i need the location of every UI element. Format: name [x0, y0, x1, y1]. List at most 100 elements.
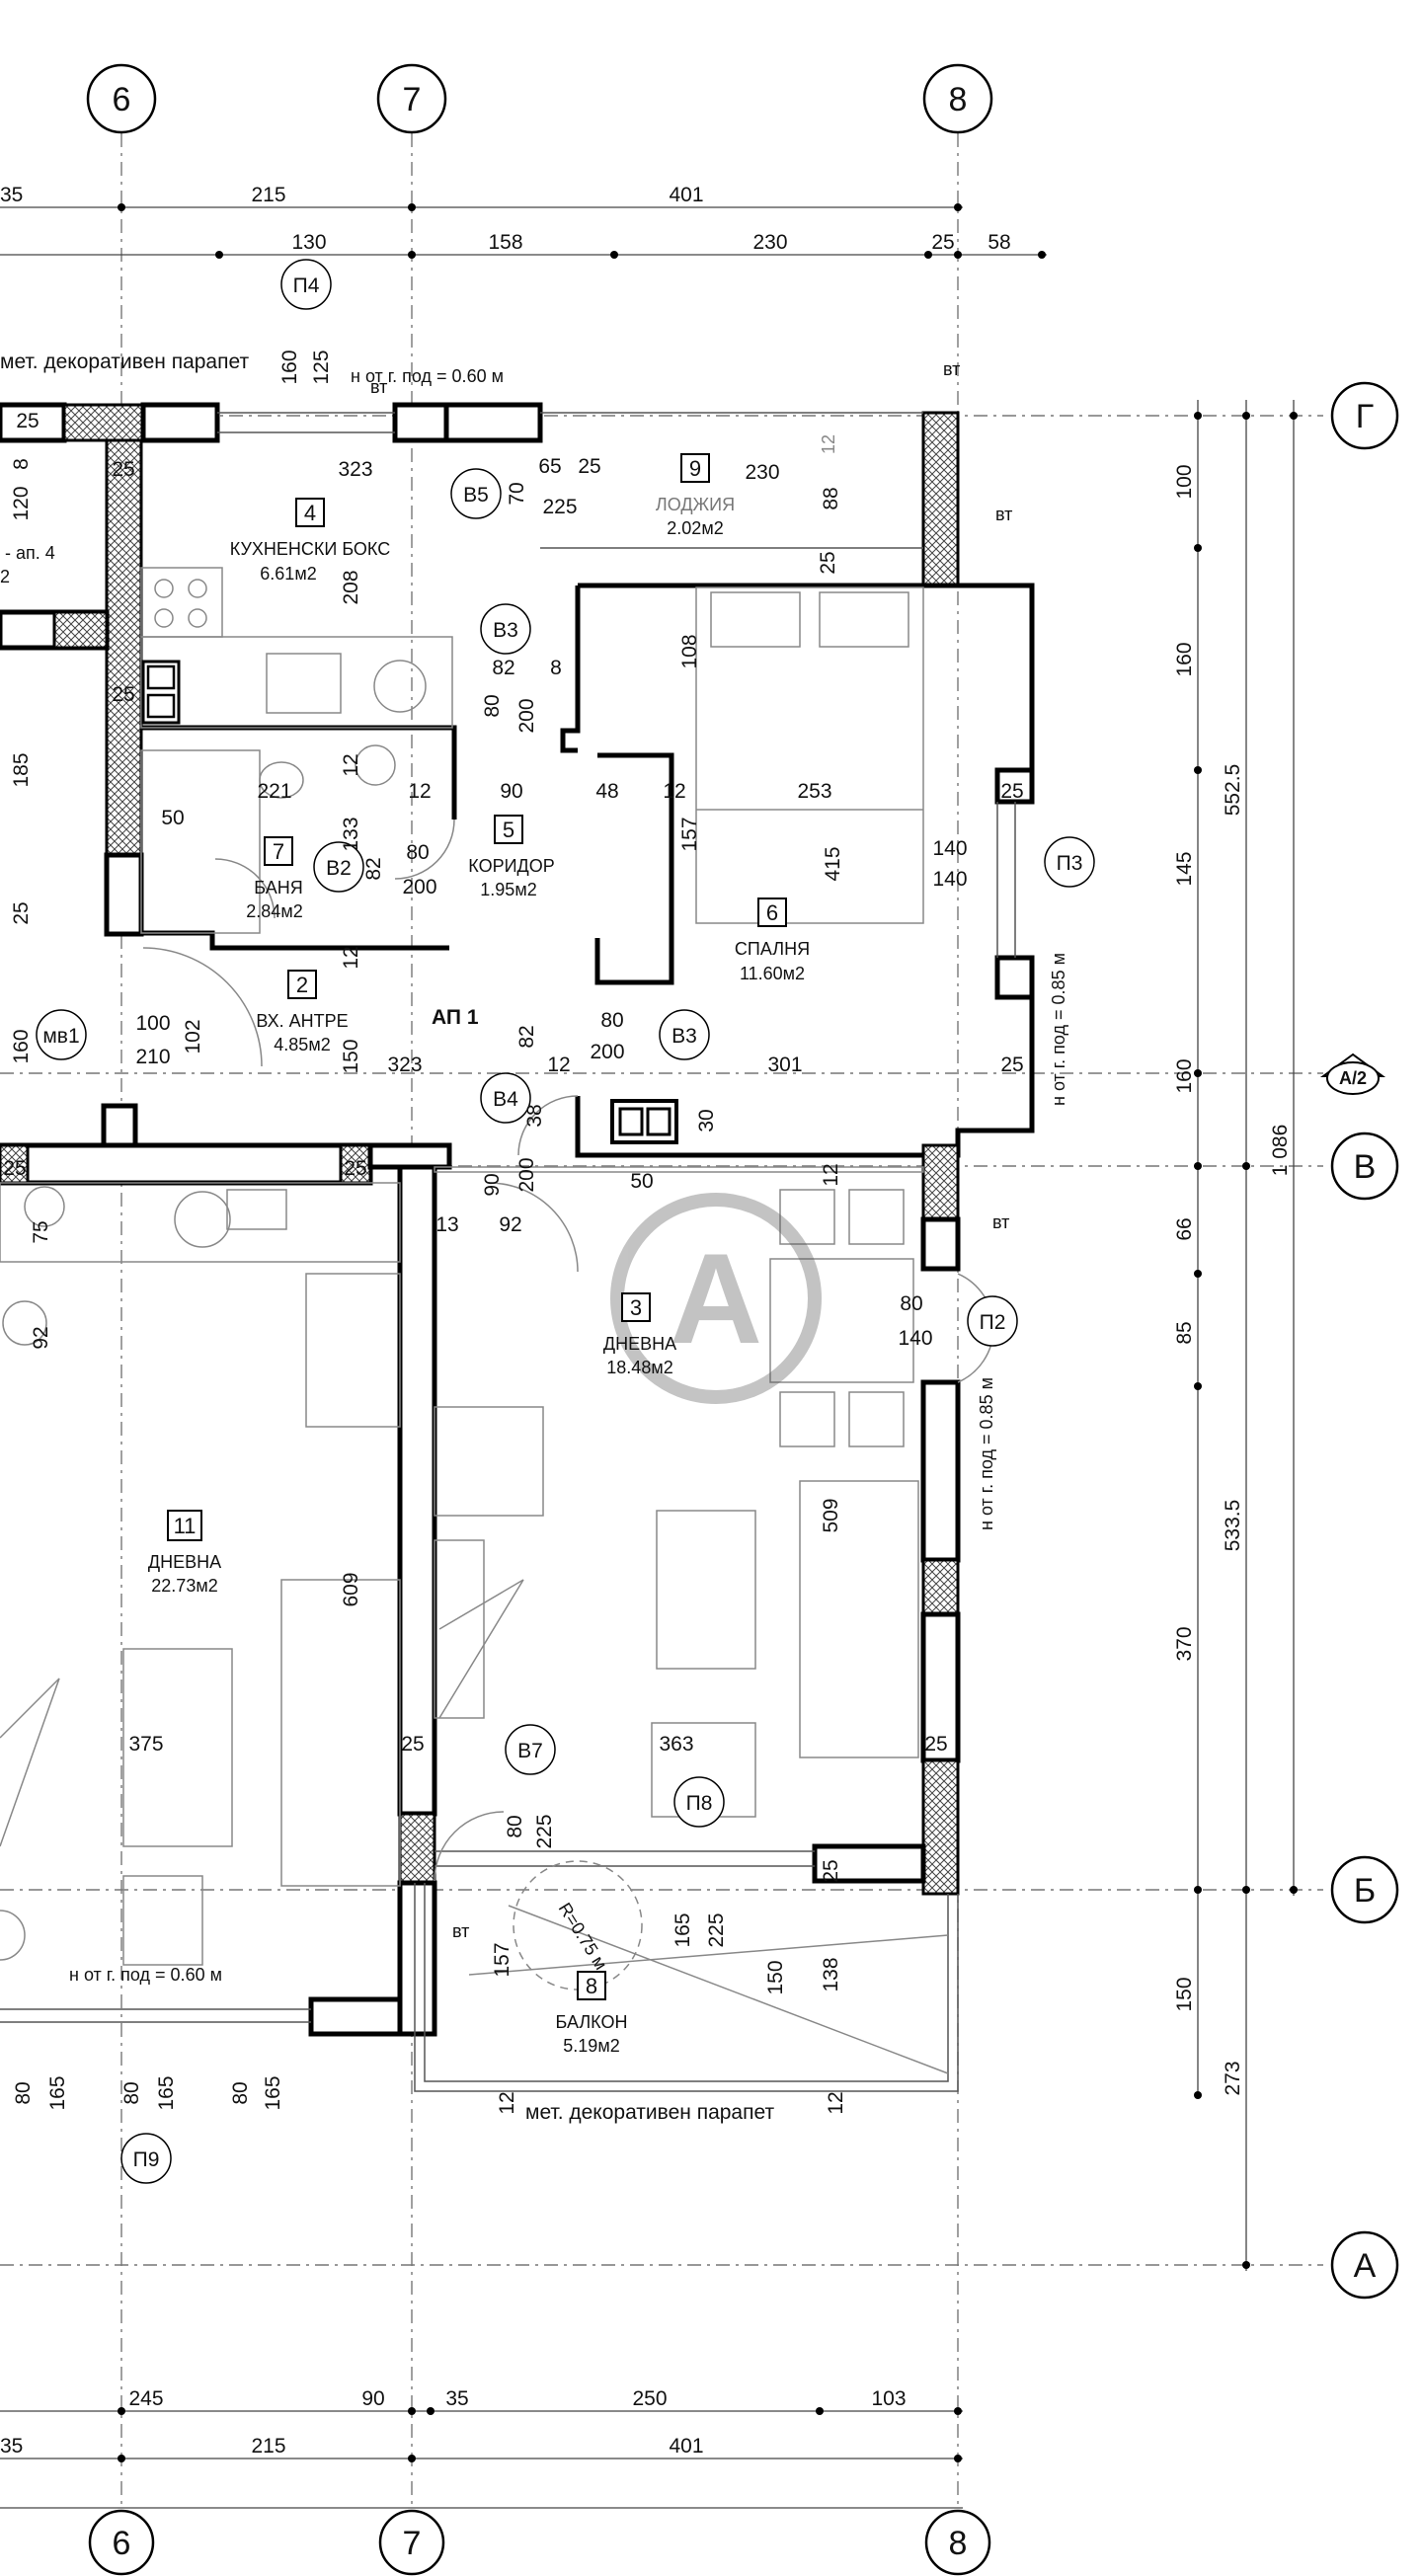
dim-int-165b: 165 [46, 2075, 69, 2110]
dim-right-273: 273 [1222, 2061, 1244, 2095]
svg-text:4: 4 [304, 501, 316, 525]
axis-bubble-B: Б [1330, 1855, 1399, 1924]
svg-text:В: В [1354, 1148, 1377, 1186]
dim-int-125: 125 [310, 350, 333, 384]
door-tag-v5: В5 [450, 468, 502, 519]
note-sill-bottom: н от г. под = 0.60 м [69, 1965, 222, 1985]
dim-int-8b: 8 [550, 657, 562, 679]
room-6: 6 СПАЛНЯ 11.60м2 [735, 898, 810, 983]
note-vt-1: вт [370, 377, 387, 397]
room-9: 9 ЛОДЖИЯ 2.02м2 [656, 453, 735, 538]
axis-bubble-6-top: 6 [86, 63, 157, 134]
dim-int-80b: 80 [406, 841, 429, 864]
dim-int-80a: 80 [481, 694, 504, 717]
dim-int-80g: 80 [120, 2081, 143, 2104]
dim-int-138: 138 [820, 1957, 842, 1991]
dim-int-25l: 25 [924, 1733, 947, 1756]
svg-text:7: 7 [403, 2525, 422, 2562]
dim-int-80c: 80 [600, 1009, 623, 1032]
dim-int-200b: 200 [402, 876, 436, 898]
window-tag-p2: П2 [967, 1295, 1018, 1347]
window-tag-p3: П3 [1044, 836, 1095, 888]
dim-right-100: 100 [1173, 464, 1196, 499]
svg-text:1.95м2: 1.95м2 [480, 880, 536, 899]
dim-int-92a: 92 [499, 1213, 521, 1236]
svg-text:В3: В3 [672, 1025, 697, 1048]
dim-int-12b: 12 [340, 753, 362, 776]
note-left-2: 2 [0, 567, 10, 586]
dim-int-12d: 12 [663, 780, 685, 803]
svg-text:П9: П9 [133, 2148, 160, 2171]
svg-text:8: 8 [586, 1974, 597, 1998]
dim-int-301: 301 [767, 1054, 802, 1076]
dim-int-375: 375 [128, 1733, 163, 1756]
window-and-railing-lines [0, 412, 1016, 2092]
svg-text:11.60м2: 11.60м2 [740, 964, 805, 983]
svg-text:КУХНЕНСКИ БОКС: КУХНЕНСКИ БОКС [230, 539, 390, 559]
dim-int-102: 102 [182, 1019, 204, 1054]
ap-label: АП 1 [432, 1006, 479, 1029]
door-tag-v3b: В3 [659, 1009, 710, 1060]
dim-int-415: 415 [822, 846, 844, 881]
dim-right-total: 1 086 [1269, 1125, 1292, 1177]
svg-text:11: 11 [174, 1514, 197, 1538]
interior-dimensions: 25 25 323 70 65 25 225 230 88 12 25 120 … [3, 350, 1023, 2114]
door-tag-mv1: мв1 [36, 1009, 87, 1060]
dim-int-12h: 12 [496, 2091, 518, 2114]
dim-bottom-401: 401 [669, 2435, 703, 2458]
dim-int-160b: 160 [10, 1029, 33, 1063]
dim-top-25: 25 [931, 231, 954, 254]
dim-int-82b: 82 [362, 857, 385, 880]
svg-text:БАЛКОН: БАЛКОН [556, 2012, 628, 2032]
note-left-ap4: - ап. 4 [5, 543, 55, 563]
dim-bottom-35b: 35 [0, 2435, 23, 2458]
dim-int-150b: 150 [764, 1960, 787, 1994]
axis-bubble-V: В [1330, 1132, 1399, 1201]
svg-text:ДНЕВНА: ДНЕВНА [603, 1334, 676, 1354]
furniture [0, 567, 994, 1991]
dim-int-13: 13 [435, 1213, 458, 1236]
dim-int-25d: 25 [817, 551, 839, 574]
dim-top-401: 401 [669, 184, 703, 206]
dim-int-48: 48 [595, 780, 618, 803]
svg-text:6.61м2: 6.61м2 [260, 564, 316, 584]
room-11: 11 ДНЕВНА 22.73м2 [148, 1510, 221, 1596]
dim-int-108: 108 [678, 634, 701, 668]
dim-int-50b: 50 [630, 1170, 653, 1193]
dim-int-90a: 90 [500, 780, 522, 803]
dim-int-25c: 25 [578, 455, 600, 478]
note-vt-5: вт [452, 1921, 469, 1941]
svg-text:6: 6 [766, 900, 778, 925]
dim-int-185: 185 [10, 752, 33, 787]
dim-int-509: 509 [820, 1498, 842, 1532]
note-sill-top: н от г. под = 0.60 м [351, 366, 504, 386]
dim-bottom-250: 250 [632, 2387, 667, 2410]
svg-text:18.48м2: 18.48м2 [606, 1358, 672, 1377]
note-sill-085-lower: н от г. под = 0.85 м [977, 1377, 996, 1530]
dim-top-58: 58 [988, 231, 1010, 254]
section-marker: А/2 [1319, 1053, 1386, 1095]
axis-bubble-G: Г [1330, 381, 1399, 450]
dim-int-25k: 25 [401, 1733, 424, 1756]
dim-top-215: 215 [251, 184, 285, 206]
axis-bubble-8-bottom: 8 [924, 2509, 991, 2576]
dim-int-221: 221 [257, 780, 291, 803]
dim-int-90b: 90 [481, 1173, 504, 1196]
dim-int-253: 253 [797, 780, 831, 803]
dim-int-140c: 140 [898, 1327, 932, 1350]
watermark-logo: A [610, 1193, 822, 1404]
dim-int-157a: 157 [678, 817, 701, 851]
dim-int-323a: 323 [338, 458, 372, 481]
axis-bubble-7-top: 7 [376, 63, 447, 134]
dim-int-82a: 82 [492, 657, 514, 679]
axis-bubble-7-bottom: 7 [378, 2509, 445, 2576]
dim-int-25i: 25 [3, 1157, 26, 1180]
svg-text:В7: В7 [517, 1740, 543, 1762]
svg-text:7: 7 [273, 839, 284, 864]
svg-text:2: 2 [296, 973, 308, 997]
dim-int-12c: 12 [408, 780, 431, 803]
svg-text:П8: П8 [686, 1792, 713, 1815]
dim-top-230: 230 [752, 231, 787, 254]
dim-int-25a: 25 [16, 410, 39, 432]
